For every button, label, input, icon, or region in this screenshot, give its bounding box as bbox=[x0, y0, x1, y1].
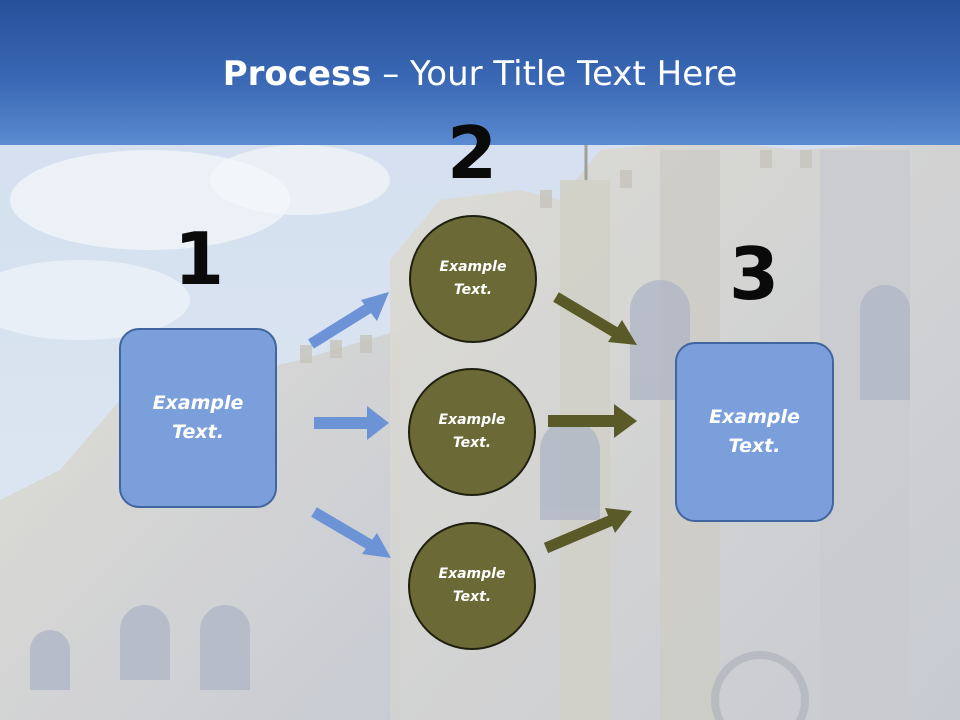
circle-middle: Example Text. bbox=[408, 368, 536, 496]
title-rest: – Your Title Text Here bbox=[371, 54, 738, 94]
circle-bottom-text: Example Text. bbox=[438, 566, 506, 605]
box-start-text: Example Text. bbox=[152, 392, 244, 443]
process-box-start: Example Text. bbox=[119, 328, 277, 508]
circle-middle-text: Example Text. bbox=[438, 412, 506, 451]
title-bold: Process bbox=[222, 54, 372, 94]
process-box-end: Example Text. bbox=[675, 342, 834, 522]
circle-top: Example Text. bbox=[409, 215, 537, 343]
step-number-1: 1 bbox=[173, 217, 225, 301]
title-bar bbox=[0, 0, 960, 145]
slide-title: Process – Your Title Text Here bbox=[0, 52, 960, 96]
step-number-3: 3 bbox=[728, 232, 780, 316]
box-end-text: Example Text. bbox=[709, 406, 800, 457]
step-number-2: 2 bbox=[446, 111, 498, 195]
circle-bottom: Example Text. bbox=[408, 522, 536, 650]
circle-top-text: Example Text. bbox=[439, 259, 507, 298]
